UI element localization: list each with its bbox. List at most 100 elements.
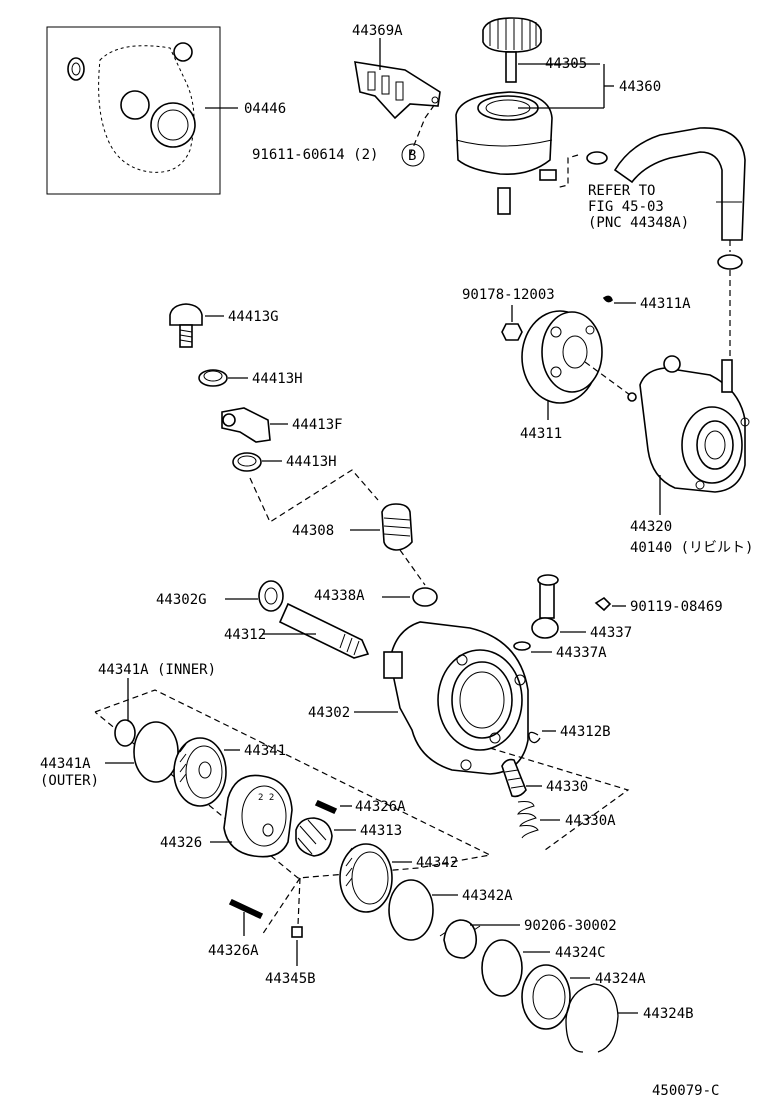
bracket-slot-1 bbox=[367, 71, 376, 91]
union-bolt-44413g bbox=[169, 303, 203, 326]
label-44337: 44337 bbox=[590, 625, 632, 641]
end-cover-44324a bbox=[521, 964, 571, 1030]
label-44330: 44330 bbox=[546, 779, 588, 795]
label-44302: 44302 bbox=[308, 705, 350, 721]
snap-ring-90206 bbox=[443, 919, 478, 959]
label-44330a: 44330A bbox=[565, 813, 616, 829]
dash-relief-valve bbox=[489, 747, 630, 851]
label-44326a-2: 44326A bbox=[208, 943, 259, 959]
o-ring-44341a-outer bbox=[133, 721, 179, 783]
cam-ring-hole bbox=[262, 823, 274, 837]
gasket-port bbox=[173, 42, 193, 62]
gasket-bore bbox=[120, 90, 150, 120]
dash-valve-plug bbox=[399, 549, 426, 586]
bracket-group: 44369A 91611-60614 (2) B bbox=[252, 23, 441, 167]
label-44341a-outer-1: 44341A bbox=[40, 756, 91, 772]
label-40140: 40140 (リビルト) bbox=[630, 540, 753, 556]
label-44345b: 44345B bbox=[265, 971, 316, 987]
gasket-kit-frame bbox=[46, 26, 221, 195]
cam-ring-face bbox=[241, 785, 287, 847]
o-ring-44338a bbox=[412, 587, 438, 607]
label-refer-1: REFER TO bbox=[588, 183, 655, 199]
pulley-hole-2 bbox=[550, 366, 562, 378]
gasket-seal-inner bbox=[157, 109, 189, 141]
side-plate-hole bbox=[198, 761, 212, 779]
label-44324a: 44324A bbox=[595, 971, 646, 987]
body-bolt-2 bbox=[514, 674, 526, 686]
label-44308: 44308 bbox=[292, 523, 334, 539]
pulley-hole-1 bbox=[550, 326, 562, 338]
label-44360: 44360 bbox=[619, 79, 661, 95]
body-bore bbox=[451, 661, 513, 739]
o-ring-44324c bbox=[481, 939, 523, 997]
rear-plate-hatch bbox=[345, 847, 353, 887]
bracket-slot-2 bbox=[381, 75, 390, 95]
relief-valve-rings bbox=[504, 769, 525, 789]
tank-lower-port bbox=[497, 187, 511, 215]
label-refer-3: (PNC 44348A) bbox=[588, 215, 689, 231]
dash-clamp-tank bbox=[555, 154, 579, 189]
label-04446: 04446 bbox=[244, 101, 286, 117]
dash-relief-stack bbox=[249, 469, 379, 523]
pump-shaft-44312 bbox=[278, 602, 370, 659]
label-90206: 90206-30002 bbox=[524, 918, 617, 934]
label-44341a-outer-2: (OUTER) bbox=[40, 773, 99, 789]
label-44324c: 44324C bbox=[555, 945, 606, 961]
body-bore-inner bbox=[459, 671, 505, 729]
pin-44326a-lower bbox=[228, 898, 264, 920]
bearing-44302g bbox=[258, 580, 284, 612]
body-bolt-1 bbox=[456, 654, 468, 666]
pump-outlet-union bbox=[721, 359, 733, 393]
union-fitting-eye bbox=[222, 413, 236, 427]
label-90119: 90119-08469 bbox=[630, 599, 723, 615]
snap-ring-group: 44312B bbox=[528, 724, 611, 744]
label-44342: 44342 bbox=[416, 855, 458, 871]
label-44413h-1: 44413H bbox=[252, 371, 303, 387]
o-ring-44342a bbox=[388, 879, 434, 941]
dash-bolt-b2 bbox=[424, 103, 436, 119]
label-44305: 44305 bbox=[545, 56, 587, 72]
ref-b-circle bbox=[401, 143, 425, 167]
label-44312: 44312 bbox=[224, 627, 266, 643]
gasket-44413h-1-inner bbox=[203, 370, 223, 382]
rotor-kit-group: 44341A (INNER) 44341A (OUTER) 44341 2 2 … bbox=[40, 662, 513, 987]
label-44369a: 44369A bbox=[352, 23, 403, 39]
end-cover-inner bbox=[532, 974, 566, 1020]
rotor-vanes bbox=[297, 819, 327, 855]
o-ring-44341a-inner bbox=[114, 719, 136, 747]
dash-bolt-b bbox=[409, 117, 426, 156]
pulley-hole-3 bbox=[585, 325, 595, 335]
union-group: 44337 90119-08469 44337A bbox=[513, 574, 723, 661]
pin-44326a-upper bbox=[314, 799, 338, 815]
pump-bolt-1 bbox=[740, 417, 750, 427]
label-44324b: 44324B bbox=[643, 1006, 694, 1022]
label-91611: 91611-60614 (2) bbox=[252, 147, 378, 163]
label-44312b: 44312B bbox=[560, 724, 611, 740]
label-44342a: 44342A bbox=[462, 888, 513, 904]
key-44345b bbox=[291, 926, 303, 938]
suction-port-base bbox=[531, 617, 559, 639]
label-44320: 44320 bbox=[630, 519, 672, 535]
pump-assembly-group: 44320 40140 (リビルト) bbox=[627, 355, 753, 556]
bearing-inner bbox=[264, 587, 278, 605]
bracket-slot-3 bbox=[395, 81, 404, 101]
pump-bore-inner bbox=[704, 430, 726, 460]
snap-ring-44312b bbox=[528, 731, 541, 744]
label-44413h-2: 44413H bbox=[286, 454, 337, 470]
label-44302g: 44302G bbox=[156, 592, 207, 608]
gasket-44413h-1 bbox=[198, 369, 228, 387]
bracket-hole bbox=[431, 96, 439, 104]
label-ref-b: B bbox=[408, 148, 416, 164]
label-90178: 90178-12003 bbox=[462, 287, 555, 303]
hose-clamp-1 bbox=[586, 151, 608, 165]
gasket-seal-ring bbox=[150, 102, 196, 148]
side-plate-ring bbox=[185, 745, 223, 799]
label-44413f: 44413F bbox=[292, 417, 343, 433]
pump-inlet-port bbox=[663, 355, 681, 373]
spring-44330a bbox=[517, 801, 539, 839]
shaft-splines bbox=[339, 633, 360, 656]
pump-shaft-end bbox=[627, 392, 637, 402]
body-bolt-4 bbox=[460, 759, 472, 771]
side-plate-hatch bbox=[179, 743, 187, 783]
shaft-group: 44302G 44312 44338A bbox=[156, 580, 438, 659]
